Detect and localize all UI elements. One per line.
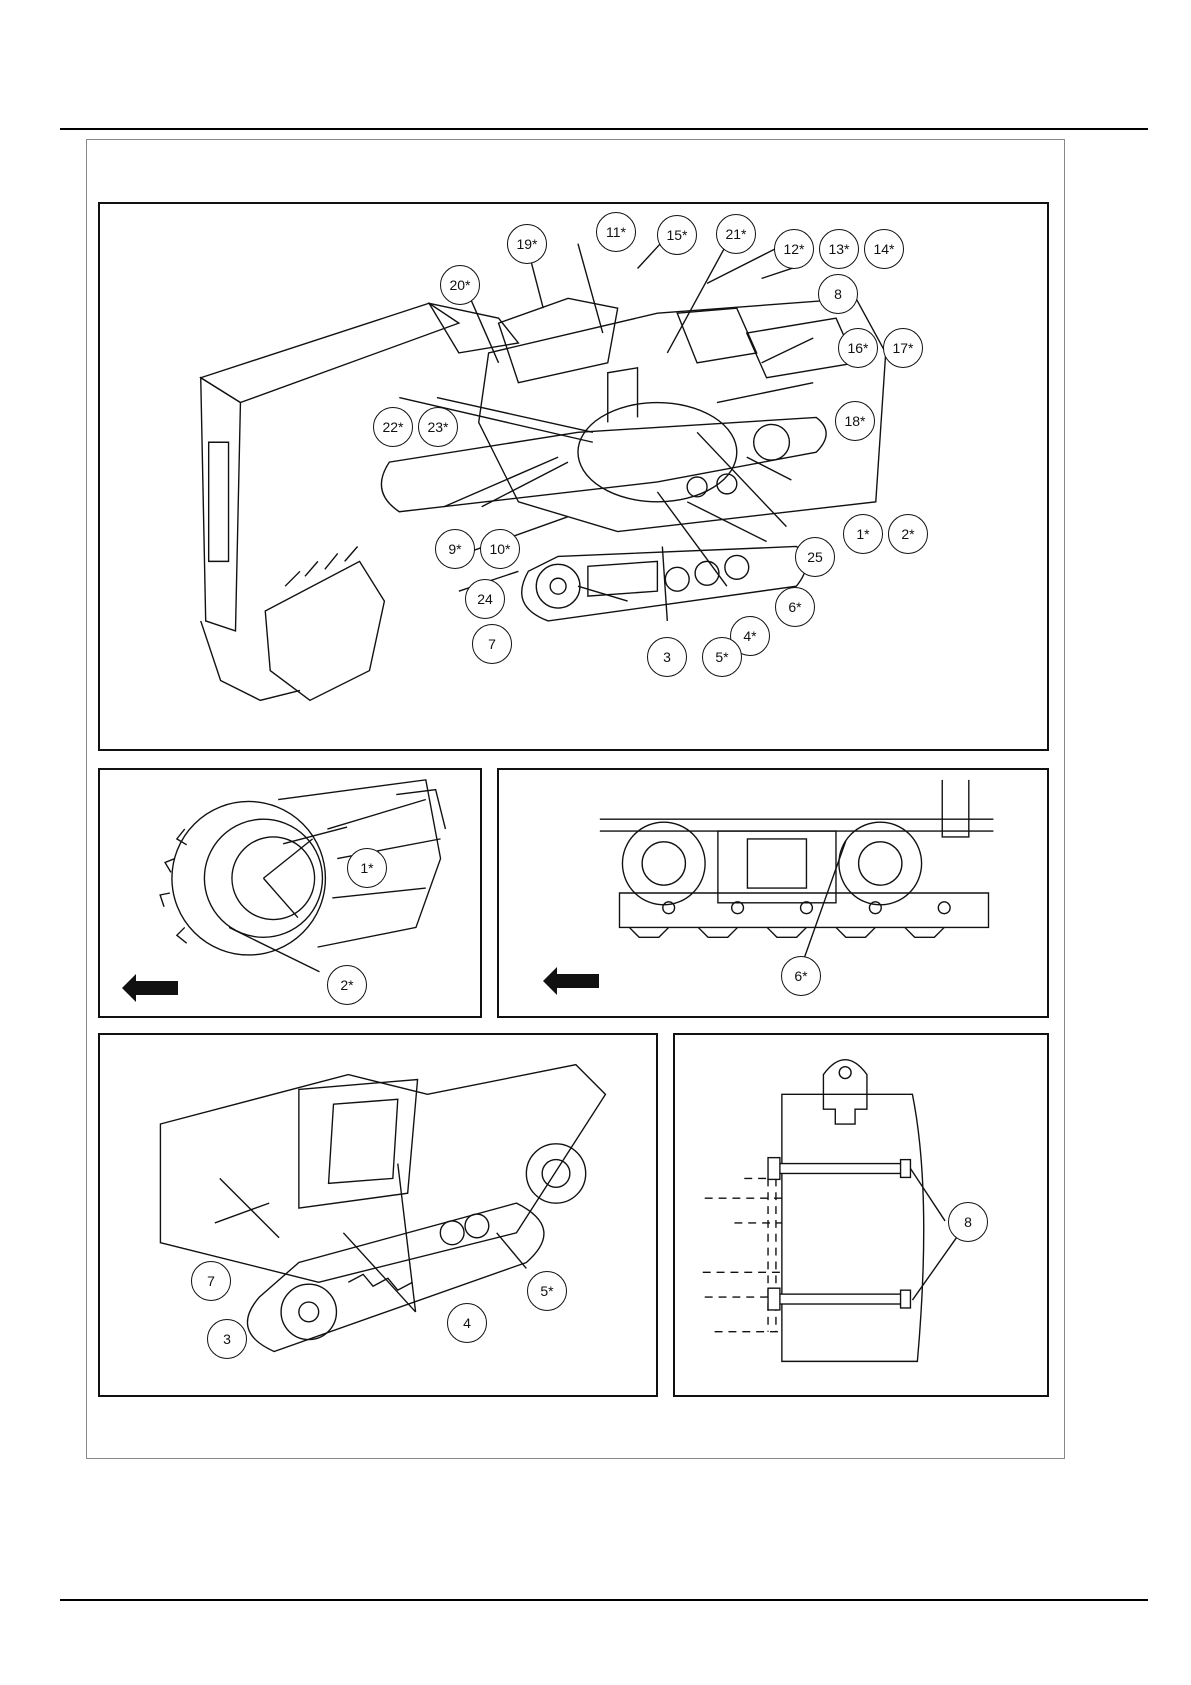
callout-14: 14* [864,229,904,269]
footer-rule [60,1599,1148,1601]
callout-7: 7 [472,624,512,664]
callout-25: 25 [795,537,835,577]
callout-9: 9* [435,529,475,569]
callout-11: 11* [596,212,636,252]
callout-21: 21* [716,214,756,254]
callout-3: 3 [647,637,687,677]
track-tension-callout-5: 5* [527,1271,567,1311]
callout-5: 5* [702,637,742,677]
track-rollers-panel: 6* [497,768,1049,1018]
callout-18: 18* [835,401,875,441]
callout-17: 17* [883,328,923,368]
callout-15: 15* [657,215,697,255]
callout-16: 16* [838,328,878,368]
callout-1: 1* [843,514,883,554]
header-rule [60,128,1148,130]
callout-6: 6* [775,587,815,627]
counterweight-callout-8: 8 [948,1202,988,1242]
track-tension-callout-7: 7 [191,1261,231,1301]
callout-24: 24 [465,579,505,619]
callout-19: 19* [507,224,547,264]
callout-10: 10* [480,529,520,569]
callout-2: 2* [888,514,928,554]
track-tension-panel: 7 3 4 5* [98,1033,658,1397]
left-arrow-icon [122,974,178,1002]
callout-22: 22* [373,407,413,447]
track-rollers-callout-6: 6* [781,956,821,996]
track-tension-illustration [100,1035,656,1395]
callout-20: 20* [440,265,480,305]
callout-23: 23* [418,407,458,447]
final-drive-callout-1: 1* [347,848,387,888]
callout-12: 12* [774,229,814,269]
track-tension-callout-3: 3 [207,1319,247,1359]
overview-panel: 19* 11* 15* 21* 12* 13* 14* 20* 8 16* 17… [98,202,1049,751]
callout-13: 13* [819,229,859,269]
final-drive-callout-2: 2* [327,965,367,1005]
counterweight-panel: 8 [673,1033,1049,1397]
callout-8: 8 [818,274,858,314]
track-tension-callout-4: 4 [447,1303,487,1343]
excavator-illustration [100,204,1047,749]
final-drive-panel: 1* 2* [98,768,482,1018]
left-arrow-icon [543,967,599,995]
counterweight-illustration [675,1035,1047,1395]
